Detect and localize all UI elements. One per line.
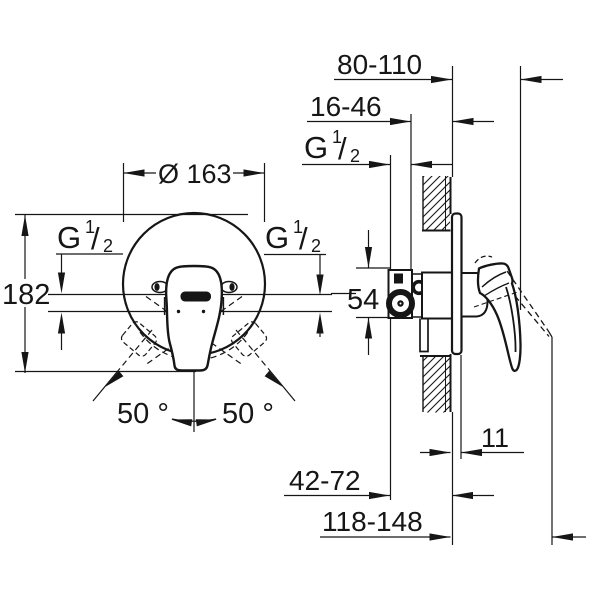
svg-text:/: / bbox=[91, 221, 100, 256]
lever-dot bbox=[176, 309, 181, 314]
svg-text:/: / bbox=[338, 131, 347, 166]
thread-label-right: G 1 / 2 bbox=[264, 217, 326, 337]
thread-g: G bbox=[57, 220, 81, 255]
dim-label-54: 54 bbox=[347, 284, 379, 316]
handle-tip-connector bbox=[547, 330, 553, 338]
lever-grip-recess bbox=[180, 291, 211, 302]
angle-arc-arrow bbox=[195, 415, 218, 427]
svg-text:/: / bbox=[299, 221, 308, 256]
lever-handle-front bbox=[164, 264, 224, 372]
handle-alt-position-dashed bbox=[474, 255, 493, 264]
thread-slash: / bbox=[338, 131, 347, 166]
thread-den: 2 bbox=[350, 146, 360, 166]
thread-num: 1 bbox=[293, 217, 303, 237]
swing-line-left-dashed bbox=[116, 329, 153, 373]
dim-arrow bbox=[364, 317, 373, 339]
thread-slash: / bbox=[299, 221, 308, 256]
angle-arrow-right bbox=[264, 370, 286, 390]
dim-arrow bbox=[369, 491, 390, 500]
angle-arrow-left bbox=[102, 370, 124, 390]
dim-label-angle-left: 50 ° bbox=[117, 398, 169, 430]
screw-slot-right bbox=[229, 283, 235, 291]
dim-arrow bbox=[123, 169, 145, 177]
thread-slash: / bbox=[91, 221, 100, 256]
thread-label-left: G 1 / 2 bbox=[56, 217, 123, 350]
dim-arrow bbox=[431, 75, 452, 84]
thread-den: 2 bbox=[311, 236, 321, 256]
lever-end-position-right-dashed bbox=[230, 321, 268, 357]
svg-text:2: 2 bbox=[350, 146, 360, 166]
screw-slot-left bbox=[154, 283, 160, 291]
dim-label-diameter: Ø 163 bbox=[158, 159, 232, 189]
lever-end-position-left-dashed bbox=[120, 321, 158, 357]
dim-label-118-148: 118-148 bbox=[322, 506, 423, 537]
svg-text:G: G bbox=[265, 220, 289, 255]
dim-label-80-110: 80-110 bbox=[337, 49, 422, 80]
dim-arrow bbox=[429, 533, 451, 541]
dim-arrow bbox=[364, 247, 373, 268]
svg-text:1: 1 bbox=[293, 217, 303, 237]
handle-swing-dashed bbox=[506, 270, 549, 331]
wall-section bbox=[420, 176, 452, 413]
front-view: Ø 163 182 G 1 / 2 G 1 / 2 bbox=[2, 159, 332, 432]
thread-num: 1 bbox=[85, 217, 95, 237]
dim-arrow bbox=[243, 169, 265, 177]
screw-right bbox=[220, 280, 238, 294]
escutcheon-plate-side bbox=[450, 212, 463, 356]
union-nut-dot bbox=[399, 302, 402, 305]
dim-label-angle-right: 50 ° bbox=[222, 398, 274, 430]
dim-label-42-72: 42-72 bbox=[289, 465, 361, 496]
thread-label-top: G 1 / 2 bbox=[302, 127, 453, 169]
thread-den: 2 bbox=[103, 236, 113, 256]
dim-arrow bbox=[21, 215, 29, 236]
swing-line-right-tail bbox=[270, 371, 296, 402]
svg-text:1: 1 bbox=[332, 127, 342, 147]
thread-g: G bbox=[304, 130, 328, 165]
swing-line-right-dashed bbox=[235, 329, 272, 373]
lever-handle-side bbox=[476, 262, 522, 373]
thread-g: G bbox=[265, 220, 289, 255]
svg-text:G: G bbox=[57, 220, 81, 255]
svg-text:2: 2 bbox=[103, 236, 113, 256]
lever-facet-line bbox=[483, 282, 510, 297]
svg-text:G: G bbox=[304, 130, 328, 165]
valve-body-side bbox=[421, 271, 453, 320]
bracket-detail bbox=[394, 273, 403, 284]
lever-dot bbox=[201, 309, 206, 314]
swing-line-left-tail bbox=[92, 371, 118, 402]
handle-swing-dashed bbox=[514, 295, 550, 337]
lever-blade-inner-line bbox=[505, 286, 517, 353]
thread-num: 1 bbox=[332, 127, 342, 147]
dim-label-11: 11 bbox=[481, 423, 509, 453]
side-view: 80-110 16-46 G 1 / 2 54 11 bbox=[284, 49, 586, 545]
dim-arrow bbox=[390, 117, 411, 126]
angle-arc-arrow bbox=[170, 415, 193, 427]
lever-facet-line bbox=[481, 271, 507, 288]
lower-connection bbox=[419, 318, 429, 353]
svg-text:2: 2 bbox=[311, 236, 321, 256]
dim-arrow bbox=[429, 448, 451, 457]
svg-text:1: 1 bbox=[85, 217, 95, 237]
dim-label-height: 182 bbox=[2, 279, 50, 311]
dim-arrow bbox=[21, 352, 29, 373]
dim-label-16-46: 16-46 bbox=[310, 91, 382, 122]
